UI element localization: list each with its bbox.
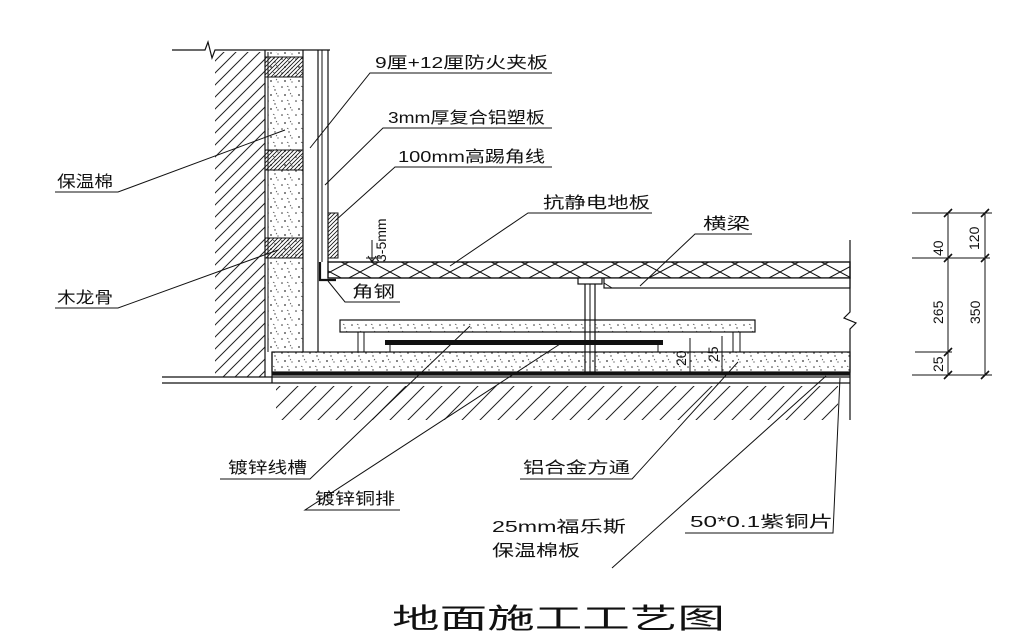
dim-25: 25: [930, 356, 946, 372]
label-fire-plywood: 9厘+12厘防火夹板: [375, 54, 548, 72]
armaflex-insulation-board: [271, 351, 851, 373]
pedestal-head: [577, 277, 603, 285]
leader-cable-tray: [220, 325, 471, 480]
leader-angle-steel: [327, 280, 400, 303]
label-skirting: 100mm高踢角线: [398, 148, 545, 166]
label-antistatic-floor: 抗静电地板: [543, 194, 650, 212]
wall-insulation: [264, 52, 304, 352]
leader-copper-sheet: [685, 377, 841, 534]
leader-antistatic-floor: [449, 212, 652, 267]
beam-end: [603, 282, 613, 289]
leader-aluminum-panel: [324, 127, 552, 186]
dim-ticks: [943, 208, 990, 380]
cable-tray: [339, 319, 756, 333]
wall-hatch: [215, 52, 265, 377]
copper-bar: [385, 340, 663, 345]
leader-skirting: [335, 166, 552, 221]
skirting-board: [327, 212, 339, 259]
leader-armaflex: [611, 375, 827, 569]
labels: 9厘+12厘防火夹板 3mm厚复合铝塑板 100mm高踢角线 抗静电地板 横梁 …: [57, 54, 833, 560]
dim-120: 120: [966, 226, 982, 250]
leader-aluminum-tube: [520, 361, 739, 480]
cable-tray-assembly: 20 25: [339, 319, 756, 372]
label-copper-sheet: 50*0.1紫铜片: [690, 513, 833, 531]
label-aluminum-tube: 铝合金方通: [523, 459, 630, 477]
wood-keel-1: [264, 56, 304, 78]
label-wood-keel: 木龙骨: [57, 289, 113, 307]
base-layers: [162, 351, 851, 420]
wall-top-break-line: [172, 39, 330, 61]
label-angle-steel: 角钢: [352, 283, 395, 301]
wood-keel-2: [264, 149, 304, 171]
leader-fire-plywood: [309, 72, 552, 149]
label-aluminum-panel: 3mm厚复合铝塑板: [388, 109, 545, 127]
drawing-title: 地面施工工艺图: [392, 603, 725, 634]
antistatic-floor-panel: [327, 261, 851, 279]
label-insulation-cotton: 保温棉: [57, 173, 113, 191]
wall-boards: [302, 50, 339, 352]
insulation-cotton-layer: [268, 52, 303, 352]
ground-hatch: [276, 386, 838, 420]
dim-265: 265: [930, 300, 946, 324]
angle-steel: [318, 262, 336, 282]
label-cable-tray: 镀锌线槽: [228, 459, 307, 477]
wood-keel-3: [264, 237, 304, 259]
dim-350: 350: [967, 300, 983, 324]
gap-mark: 3-5mm: [366, 218, 389, 263]
label-copper-bar: 镀锌铜排: [315, 490, 395, 508]
leader-copper-bar: [303, 343, 561, 511]
dim-40: 40: [930, 240, 946, 256]
label-armaflex-line1: 25mm福乐斯: [492, 518, 626, 536]
gap-label: 3-5mm: [373, 218, 389, 262]
wall: [172, 39, 330, 377]
dimension-chain: 120 40 265 350 25: [912, 208, 992, 380]
beam: [603, 277, 851, 289]
right-break-line: [842, 240, 858, 420]
leader-wood-keel: [55, 249, 279, 309]
leader-beam: [639, 233, 752, 287]
label-armaflex-line2: 保温棉板: [492, 542, 580, 560]
leader-lines: [55, 72, 841, 569]
leader-insulation-cotton: [55, 129, 286, 193]
label-beam: 横梁: [703, 215, 750, 233]
